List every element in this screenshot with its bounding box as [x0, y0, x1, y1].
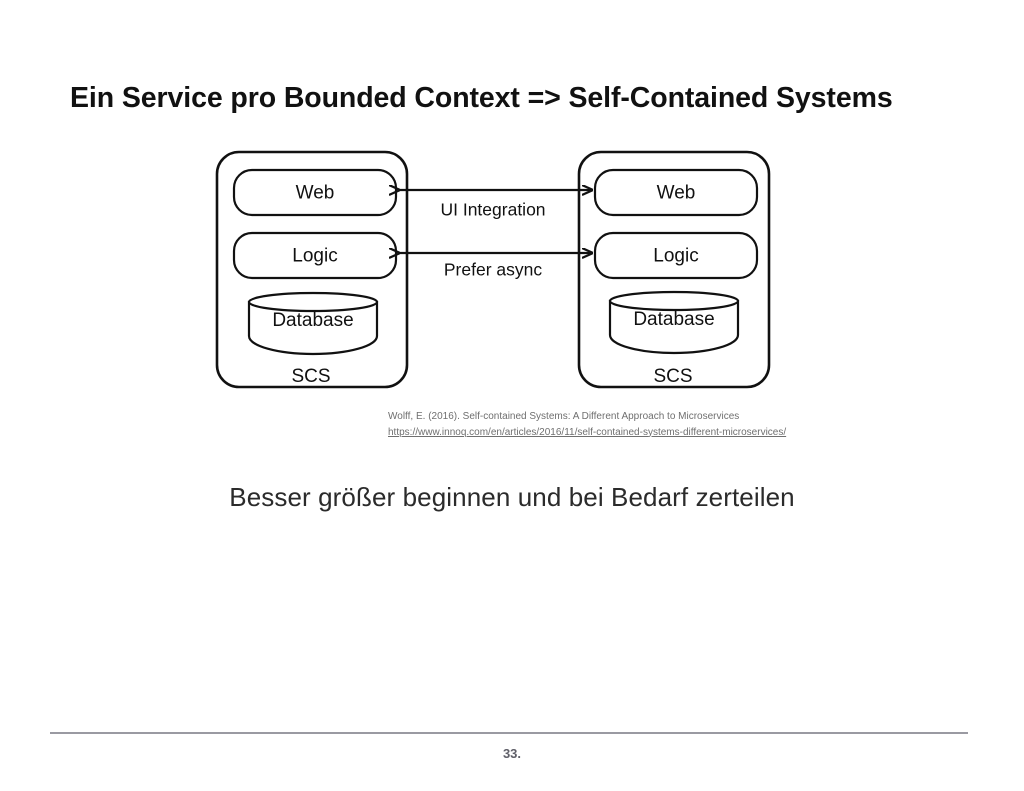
scs-right-layer-web: Web — [593, 168, 759, 217]
scs-left-web-label: Web — [296, 183, 335, 204]
scs-left-layer-database: Database — [247, 291, 379, 356]
scs-right-database-body — [608, 299, 740, 355]
connection-ui-integration: UI Integration — [399, 190, 592, 220]
page-title: Ein Service pro Bounded Context => Self-… — [70, 82, 893, 115]
citation-url[interactable]: https://www.innoq.com/en/articles/2016/1… — [388, 426, 787, 438]
scs-right-web-shape — [593, 168, 759, 217]
scs-left-logic-shape — [232, 231, 398, 280]
footer-divider — [50, 732, 968, 734]
scs-right-logic-label: Logic — [653, 246, 698, 267]
scs-container-left: Web Logic Database SCS — [215, 150, 409, 389]
scs-right-layer-logic: Logic — [593, 231, 759, 280]
scs-left-layer-logic: Logic — [232, 231, 398, 280]
scs-left-database-label: Database — [272, 310, 353, 331]
scs-right-database-top — [608, 290, 740, 312]
scs-left-database-top — [247, 291, 379, 313]
scs-right-web-label: Web — [657, 183, 696, 204]
scs-right-database-label: Database — [633, 309, 714, 330]
scs-container-left-outline — [215, 150, 409, 389]
scs-container-right-outline — [577, 150, 771, 389]
scs-right-logic-shape — [593, 231, 759, 280]
ui-integration-label: UI Integration — [440, 200, 545, 220]
citation-reference: Wolff, E. (2016). Self-contained Systems… — [388, 411, 740, 422]
scs-right-layer-database: Database — [608, 290, 740, 355]
scs-container-right: Web Logic Database SCS — [577, 150, 771, 389]
scs-left-name-label: SCS — [291, 366, 330, 387]
scs-left-web-shape — [232, 168, 398, 217]
citation-block: Wolff, E. (2016). Self-contained Systems… — [388, 409, 948, 440]
page-number: 33. — [502, 746, 522, 761]
scs-left-logic-label: Logic — [292, 246, 337, 267]
scs-left-layer-web: Web — [232, 168, 398, 217]
scs-left-database-body — [247, 300, 379, 356]
scs-right-name-label: SCS — [653, 366, 692, 387]
prefer-async-label: Prefer async — [444, 260, 542, 280]
slide-caption: Besser größer beginnen und bei Bedarf ze… — [229, 482, 795, 512]
connection-prefer-async: Prefer async — [399, 253, 592, 280]
